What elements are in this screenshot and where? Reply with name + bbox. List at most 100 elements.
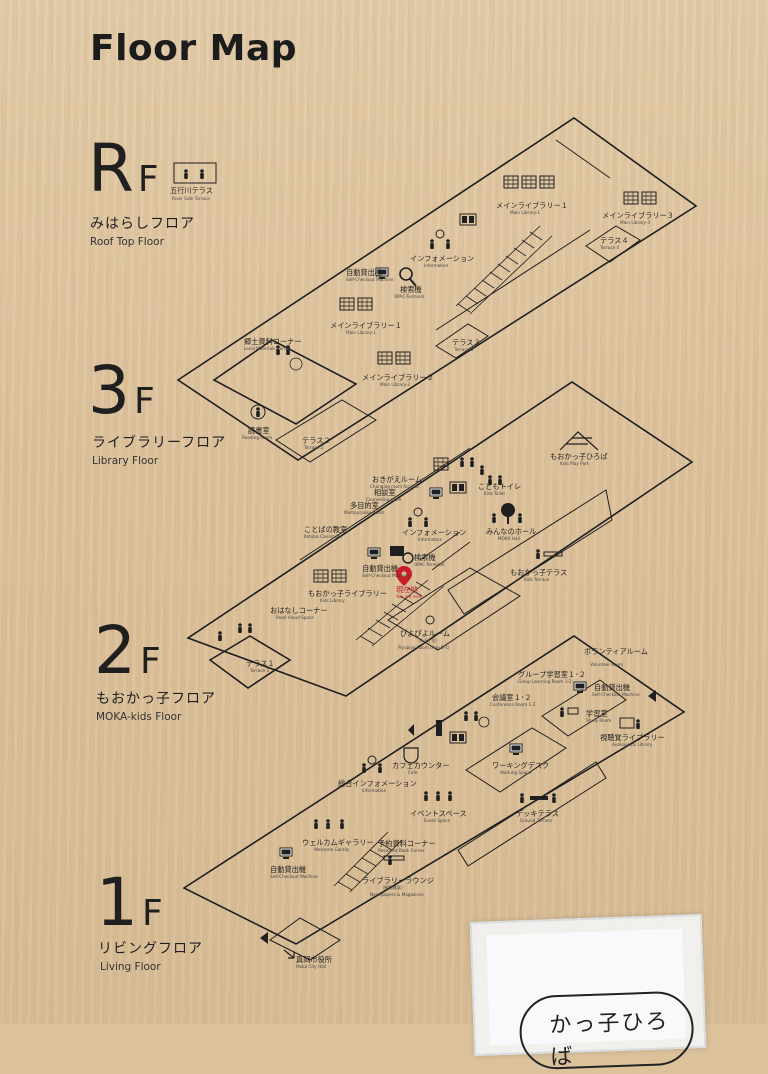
svg-text:Moka City Hall: Moka City Hall bbox=[296, 964, 326, 969]
svg-text:MOKA Hall: MOKA Hall bbox=[498, 536, 520, 541]
svg-text:Newspapers & Magazines: Newspapers & Magazines bbox=[370, 892, 424, 897]
svg-text:Main Library-1: Main Library-1 bbox=[510, 210, 540, 215]
svg-text:自動貸出機: 自動貸出機 bbox=[346, 268, 382, 277]
svg-text:テラス２: テラス２ bbox=[302, 436, 331, 445]
elevator-icon bbox=[459, 213, 477, 226]
you-are-here-marker bbox=[396, 566, 412, 586]
svg-text:ワーキングデスク: ワーキングデスク bbox=[492, 761, 549, 770]
svg-text:郷土資料コーナー: 郷土資料コーナー bbox=[244, 337, 302, 346]
svg-text:Self-Checkout Machine: Self-Checkout Machine bbox=[270, 874, 318, 879]
svg-text:こどもトイレ: こどもトイレ bbox=[478, 482, 521, 491]
svg-text:Information: Information bbox=[362, 788, 387, 793]
svg-text:Terrace 1: Terrace 1 bbox=[249, 668, 270, 673]
play-park-icon bbox=[559, 431, 599, 451]
svg-text:Cafe: Cafe bbox=[408, 770, 418, 775]
svg-text:検索機: 検索機 bbox=[414, 553, 436, 562]
sign-card-text: かっ子ひろば bbox=[548, 1009, 670, 1071]
svg-text:Kids Play Park: Kids Play Park bbox=[560, 461, 590, 466]
floor-map-drawing: 五行川テラス River Side Terrace メインライブラリー１ Mai… bbox=[170, 117, 698, 969]
svg-text:Audiovisual Library: Audiovisual Library bbox=[612, 742, 653, 747]
svg-text:River Side Terrace: River Side Terrace bbox=[172, 196, 210, 201]
svg-text:OPAC-Terminal: OPAC-Terminal bbox=[394, 294, 424, 299]
river-terrace-icon bbox=[173, 162, 217, 184]
svg-text:Group Learning Room 1-2: Group Learning Room 1-2 bbox=[518, 679, 572, 684]
svg-text:ボランティアルーム: ボランティアルーム bbox=[584, 647, 648, 656]
svg-text:Piyopiyo Room (Age 0-1): Piyopiyo Room (Age 0-1) bbox=[398, 645, 450, 650]
svg-text:Read Aloud Space: Read Aloud Space bbox=[276, 615, 314, 620]
svg-text:テラス３: テラス３ bbox=[452, 338, 481, 347]
svg-text:もおかっ子テラス: もおかっ子テラス bbox=[510, 568, 567, 577]
svg-text:メインライブラリー１: メインライブラリー１ bbox=[330, 321, 402, 330]
svg-text:Kids Terrace: Kids Terrace bbox=[524, 577, 550, 582]
svg-text:Conference Room 1-2: Conference Room 1-2 bbox=[490, 702, 536, 707]
svg-text:Self-Checkout Machine: Self-Checkout Machine bbox=[346, 277, 394, 282]
svg-text:Self-Checkout Machine: Self-Checkout Machine bbox=[362, 573, 410, 578]
floor-en-2f: MOKA-kids Floor bbox=[96, 711, 182, 723]
svg-text:Kotoba Classroom: Kotoba Classroom bbox=[304, 534, 342, 539]
svg-text:ぴよぴよルーム: ぴよぴよルーム bbox=[400, 629, 450, 638]
svg-text:You are here: You are here bbox=[395, 594, 423, 599]
svg-text:自動貸出機: 自動貸出機 bbox=[594, 683, 630, 692]
floor-en-1f: Living Floor bbox=[100, 961, 161, 973]
svg-text:Main Library-2: Main Library-2 bbox=[380, 382, 410, 387]
svg-text:多目的室: 多目的室 bbox=[350, 501, 379, 510]
svg-text:自動貸出機: 自動貸出機 bbox=[362, 564, 398, 573]
svg-text:自動貸出機: 自動貸出機 bbox=[270, 865, 306, 874]
svg-text:Event Space: Event Space bbox=[424, 818, 451, 823]
svg-text:現在地: 現在地 bbox=[396, 585, 418, 594]
svg-text:インフォメーション: インフォメーション bbox=[410, 254, 474, 263]
svg-text:読書室: 読書室 bbox=[248, 426, 270, 435]
svg-text:みんなのホール: みんなのホール bbox=[486, 527, 536, 536]
svg-text:Changing room for kids: Changing room for kids bbox=[370, 484, 419, 489]
svg-text:もおかっ子ひろば: もおかっ子ひろば bbox=[550, 452, 608, 461]
search-icon bbox=[399, 267, 413, 281]
svg-text:Self-Checkout Machine: Self-Checkout Machine bbox=[592, 692, 640, 697]
svg-text:Main Library-3: Main Library-3 bbox=[620, 220, 650, 225]
svg-text:検索機: 検索機 bbox=[400, 285, 422, 294]
svg-text:総合インフォメーション: 総合インフォメーション bbox=[338, 779, 417, 788]
svg-text:OPAC-Terminal: OPAC-Terminal bbox=[414, 562, 444, 567]
svg-text:おきがえルーム: おきがえルーム bbox=[372, 475, 422, 484]
svg-text:会議室１･２: 会議室１･２ bbox=[492, 693, 532, 702]
floor-jp-3f: ライブラリーフロア bbox=[92, 435, 227, 451]
shelf-icon bbox=[503, 175, 519, 189]
svg-text:Main Library-1: Main Library-1 bbox=[346, 330, 376, 335]
svg-text:カフェカウンター: カフェカウンター bbox=[392, 761, 450, 770]
svg-text:Local Materials Corner: Local Materials Corner bbox=[244, 346, 291, 351]
svg-text:Information: Information bbox=[424, 263, 449, 268]
svg-text:予約資料コーナー: 予約資料コーナー bbox=[378, 839, 436, 848]
svg-text:Reserved Book Corner: Reserved Book Corner bbox=[378, 848, 425, 853]
svg-text:（0-1才児）: （0-1才児） bbox=[416, 637, 440, 644]
svg-text:Welcome Garally: Welcome Garally bbox=[314, 847, 350, 852]
svg-text:Volunteer Room: Volunteer Room bbox=[590, 662, 623, 667]
sign-holder-card: かっ子ひろば bbox=[469, 913, 707, 1071]
wood-background bbox=[0, 0, 768, 1024]
svg-text:Multipurpose Room: Multipurpose Room bbox=[344, 510, 385, 515]
svg-text:Kids Toilet: Kids Toilet bbox=[484, 491, 505, 496]
svg-text:ウェルカムギャラリー: ウェルカムギャラリー bbox=[302, 838, 374, 847]
svg-text:Working Space: Working Space bbox=[500, 770, 532, 775]
svg-text:イベントスペース: イベントスペース bbox=[410, 809, 467, 818]
svg-text:テラス４: テラス４ bbox=[600, 236, 629, 245]
svg-text:テラス１: テラス１ bbox=[246, 659, 275, 668]
svg-text:インフォメーション: インフォメーション bbox=[402, 528, 466, 537]
svg-text:五行川テラス: 五行川テラス bbox=[170, 186, 213, 195]
svg-text:グループ学習室１･２: グループ学習室１･２ bbox=[518, 670, 586, 679]
svg-text:ライブラリーラウンジ: ライブラリーラウンジ bbox=[362, 876, 434, 885]
svg-text:Reading Room: Reading Room bbox=[242, 435, 272, 440]
svg-text:デッキテラス: デッキテラス bbox=[516, 809, 559, 818]
svg-text:真岡市役所: 真岡市役所 bbox=[296, 955, 332, 964]
svg-text:おはなしコーナー: おはなしコーナー bbox=[270, 606, 328, 615]
floor-en-3f: Library Floor bbox=[92, 455, 159, 467]
svg-text:視聴覚ライブラリー: 視聴覚ライブラリー bbox=[600, 733, 665, 742]
svg-text:Ground Terrace: Ground Terrace bbox=[520, 818, 552, 823]
svg-text:メインライブラリー３: メインライブラリー３ bbox=[602, 211, 674, 220]
svg-text:相談室: 相談室 bbox=[374, 488, 396, 497]
svg-text:（新聞雑誌）: （新聞雑誌） bbox=[380, 884, 405, 891]
svg-text:ことばの教室: ことばの教室 bbox=[304, 525, 347, 534]
page-title: Floor Map bbox=[90, 28, 298, 69]
